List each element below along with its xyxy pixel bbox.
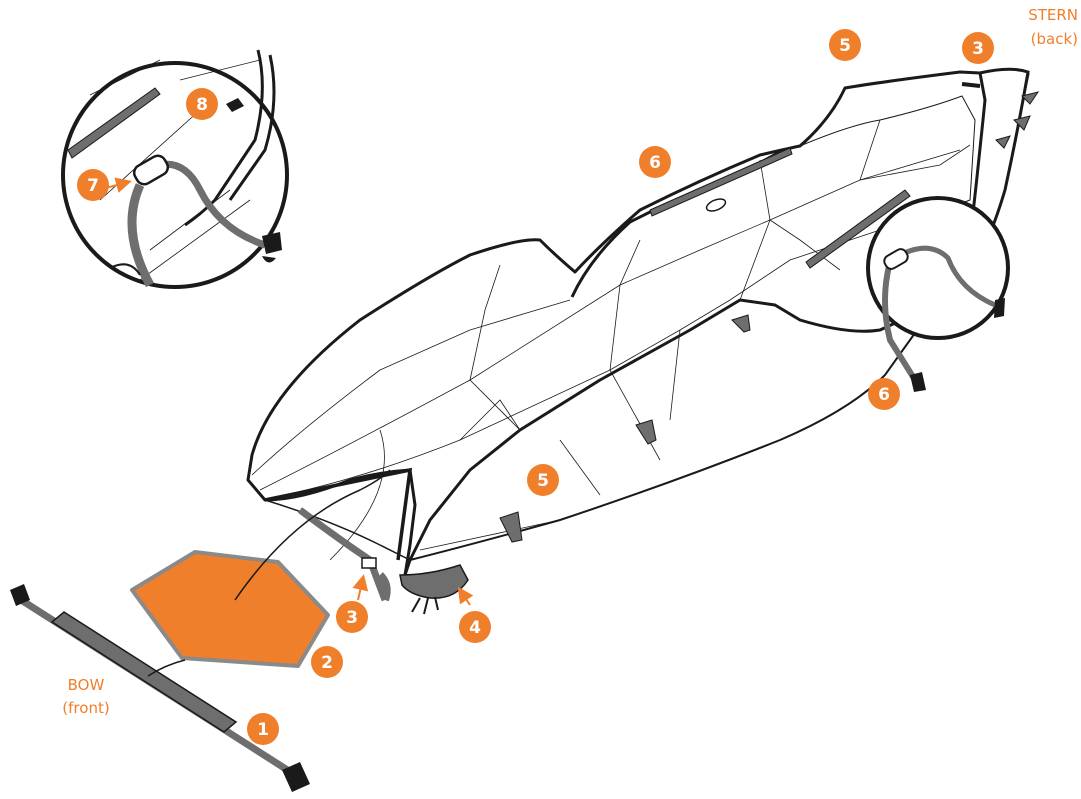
cockpit-coaming	[649, 147, 793, 217]
frame-bar	[10, 584, 310, 792]
stern-detail-coaming	[805, 189, 911, 269]
handle-slot	[705, 198, 727, 212]
stern-cap	[968, 67, 1030, 258]
stern-detail-circle	[805, 189, 1010, 392]
hull-side	[409, 304, 936, 561]
zoom-strap	[127, 183, 154, 288]
seat-pad	[130, 469, 391, 668]
callout-arrows	[105, 177, 474, 606]
badge-6-right: 6	[868, 378, 900, 410]
badge-4: 4	[459, 611, 491, 643]
badge-6-top: 6	[639, 146, 671, 178]
frame-bar-body	[50, 611, 238, 733]
zoom-strap-2	[159, 160, 267, 249]
stern-label: STERN	[1028, 6, 1078, 24]
bow-strap	[297, 507, 389, 602]
bow-sub-label: (front)	[62, 699, 109, 717]
bow-strap-return	[377, 572, 391, 602]
zoom-detail-circle	[61, 49, 289, 289]
badge-8-text: 8	[196, 95, 208, 115]
zoom-eyelet	[226, 98, 244, 112]
stern-connector	[961, 82, 981, 88]
frame-bar-clip-bottom	[282, 762, 310, 792]
badge-7: 7	[77, 169, 109, 201]
stern-detail-buckle	[883, 248, 909, 270]
badge-1-text: 1	[257, 720, 269, 740]
zoom-clip	[262, 232, 282, 263]
badge-3-stern: 3	[962, 32, 994, 64]
badge-5-top: 5	[829, 29, 861, 61]
seat-pad-tether	[234, 469, 391, 601]
frame-bar-tether	[147, 659, 186, 677]
badge-5-top-text: 5	[839, 36, 851, 56]
bow-deck-edge	[264, 467, 413, 561]
stern-detail-strap	[882, 261, 918, 382]
bow-tie-ends	[411, 596, 439, 615]
bow-strap-buckle	[361, 557, 377, 569]
bow-edge	[264, 499, 411, 561]
zoom-buckle	[132, 154, 170, 186]
badge-4-text: 4	[469, 618, 481, 638]
bow-tie-strap	[399, 564, 469, 599]
badge-6-top-text: 6	[649, 153, 661, 173]
badge-7-text: 7	[87, 176, 99, 196]
badge-1: 1	[247, 713, 279, 745]
seat-pad-shape	[130, 550, 330, 668]
badge-2-text: 2	[321, 653, 333, 673]
badge-2: 2	[311, 646, 343, 678]
stern-sub-label: (back)	[1031, 30, 1078, 48]
frame-bar-clip-top	[10, 584, 30, 606]
badge-3-bow: 3	[336, 601, 368, 633]
badge-6-right-text: 6	[878, 385, 890, 405]
badge-3-stern-text: 3	[972, 39, 984, 59]
badge-5-side-text: 5	[537, 471, 549, 491]
badge-3-bow-text: 3	[346, 608, 358, 628]
zoom-coaming	[67, 87, 161, 159]
bow-label: BOW	[68, 676, 105, 694]
zoom-rim	[184, 49, 264, 227]
bow-straps	[297, 507, 469, 615]
badge-5-side: 5	[527, 464, 559, 496]
hull-facet-lines	[251, 119, 971, 561]
stern-detail-clip	[994, 298, 1005, 318]
zoom-rim-2	[228, 54, 276, 201]
hull-outline	[246, 70, 1030, 577]
stern-strap-end	[910, 372, 926, 392]
zoom-hoop	[109, 263, 141, 276]
stern-detail-strap-2	[898, 245, 996, 308]
badge-8: 8	[186, 88, 218, 120]
kayak-hull	[246, 67, 1040, 577]
stern-deck	[799, 95, 976, 216]
zoom-facets	[89, 59, 261, 281]
